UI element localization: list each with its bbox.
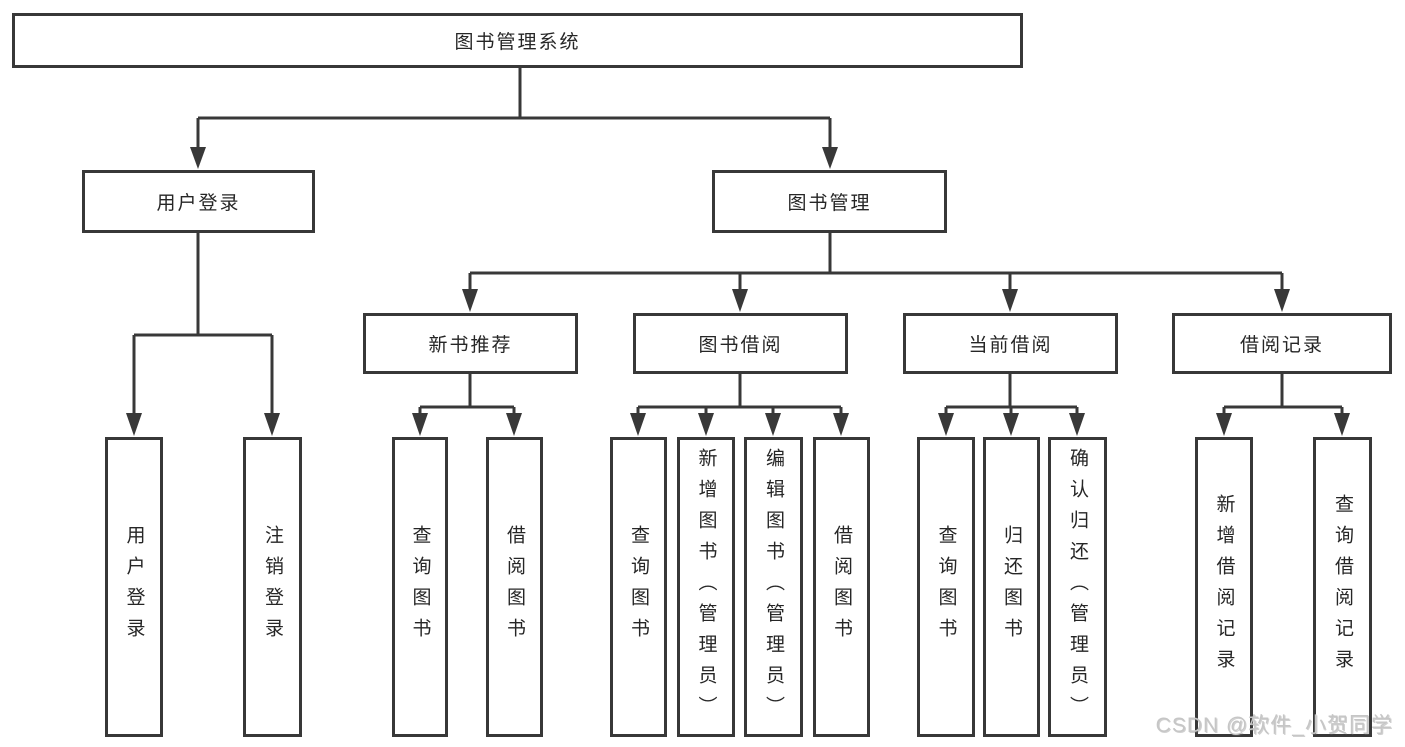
leaf-borrow-add-books-admin: 新增图书（管理员）: [677, 437, 735, 737]
connector-new-book-group: [412, 374, 522, 436]
node-borrowing-records: 借阅记录: [1172, 313, 1392, 374]
connector-book-management-group: [462, 233, 1290, 312]
leaf-current-confirm-return-admin: 确认归还（管理员）: [1048, 437, 1107, 737]
node-new-book-recommendation: 新书推荐: [363, 313, 578, 374]
connector-borrowing-records-group: [1216, 374, 1350, 436]
leaf-user-login: 用户登录: [105, 437, 163, 737]
leaf-records-search-record: 查询借阅记录: [1313, 437, 1372, 737]
connector-current-borrowing-group: [938, 374, 1085, 436]
connector-user-login-group: [126, 233, 280, 436]
leaf-current-search-books: 查询图书: [917, 437, 975, 737]
node-current-borrowing: 当前借阅: [903, 313, 1118, 374]
leaf-borrow-edit-books-admin: 编辑图书（管理员）: [744, 437, 803, 737]
node-library-management-system: 图书管理系统: [12, 13, 1023, 68]
node-book-management: 图书管理: [712, 170, 947, 233]
leaf-newbook-borrow-books: 借阅图书: [486, 437, 543, 737]
leaf-borrow-search-books: 查询图书: [610, 437, 667, 737]
connector-book-borrowing-group: [630, 374, 849, 436]
node-book-borrowing: 图书借阅: [633, 313, 848, 374]
node-user-login: 用户登录: [82, 170, 315, 233]
leaf-borrow-borrow-books: 借阅图书: [813, 437, 870, 737]
leaf-newbook-search-books: 查询图书: [392, 437, 448, 737]
connector-root-to-level2: [190, 68, 838, 169]
leaf-logout: 注销登录: [243, 437, 302, 737]
watermark: CSDN @软件_小贺同学: [1155, 714, 1393, 737]
leaf-records-add-record: 新增借阅记录: [1195, 437, 1253, 737]
leaf-current-return-books: 归还图书: [983, 437, 1040, 737]
